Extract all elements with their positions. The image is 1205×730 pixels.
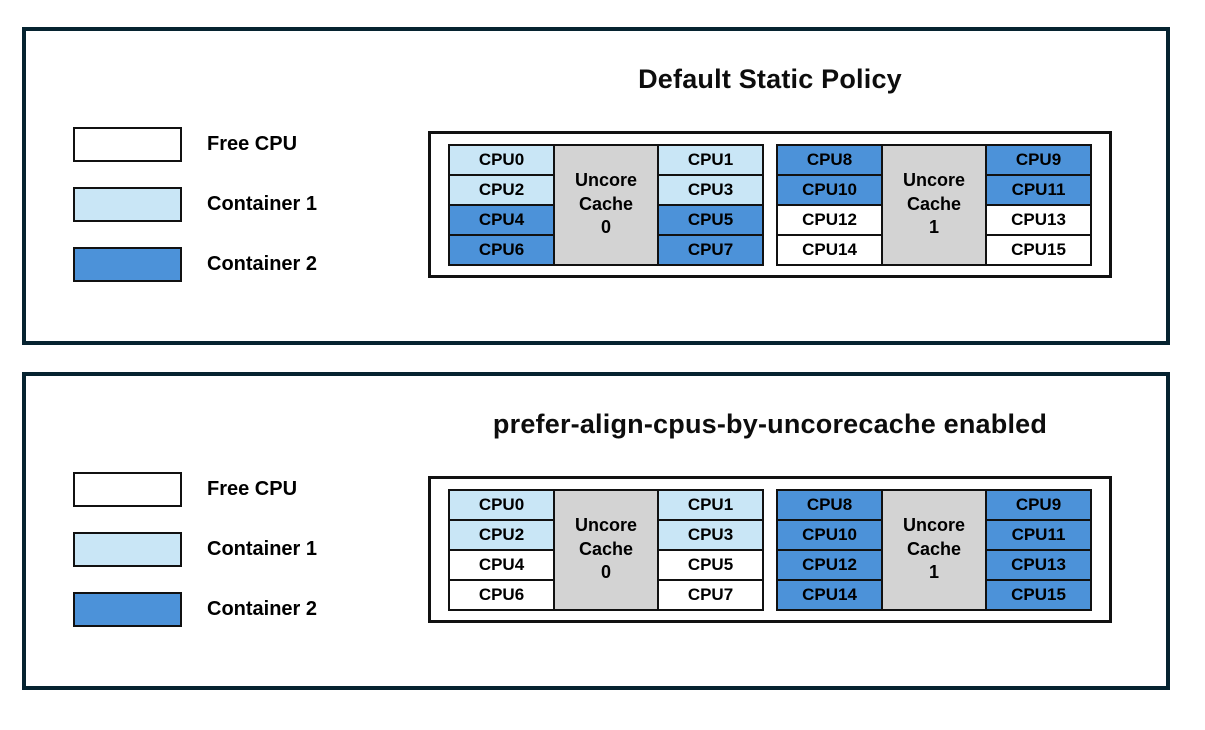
legend-label: Container 1: [207, 193, 318, 215]
cpu-cell-cpu7: CPU7: [657, 578, 764, 611]
cpu-cell-cpu8: CPU8: [776, 488, 883, 521]
container1-swatch: [73, 187, 182, 222]
cpu-cell-cpu15: CPU15: [985, 578, 1092, 611]
cache-label-line: 1: [928, 217, 939, 238]
cpu-cell-cpu8: CPU8: [776, 143, 883, 176]
cpu-cell-cpu3: CPU3: [657, 518, 764, 551]
legend: Free CPU Container 1 Container 2: [73, 127, 317, 282]
free_cpu-swatch: [73, 127, 182, 162]
cpu-cell-cpu15: CPU15: [985, 233, 1092, 266]
legend-label: Free CPU: [207, 133, 298, 155]
cache-label-line: Cache: [578, 538, 634, 559]
cache-label-line: 1: [928, 562, 939, 583]
legend-item: Free CPU: [73, 127, 317, 162]
container2-swatch: [73, 592, 182, 627]
cpu-cell-cpu11: CPU11: [985, 518, 1092, 551]
cache-label-line: Uncore: [902, 515, 965, 536]
cpu-cell-cpu10: CPU10: [776, 518, 883, 551]
cpu-cell-cpu11: CPU11: [985, 173, 1092, 206]
cpu-cell-cpu13: CPU13: [985, 203, 1092, 236]
cpu-cell-cpu5: CPU5: [657, 203, 764, 236]
container1-swatch: [73, 532, 182, 567]
cpu-cell-cpu4: CPU4: [448, 548, 555, 581]
cpu-cell-cpu13: CPU13: [985, 548, 1092, 581]
cpu-cell-cpu0: CPU0: [448, 143, 555, 176]
cpu-cell-cpu9: CPU9: [985, 143, 1092, 176]
legend-label: Container 1: [207, 538, 318, 560]
cpu-cell-cpu1: CPU1: [657, 143, 764, 176]
cache-label-line: Cache: [906, 193, 962, 214]
cpu-cell-cpu0: CPU0: [448, 488, 555, 521]
panel-default-static-policy: Default Static Policy Free CPU Container …: [22, 27, 1170, 345]
free_cpu-swatch: [73, 472, 182, 507]
cpu-cell-cpu14: CPU14: [776, 578, 883, 611]
legend-label: Container 2: [207, 253, 318, 275]
panel-title: prefer-align-cpus-by-uncorecache enabled: [492, 409, 1048, 439]
cache-label-line: Uncore: [902, 170, 965, 191]
legend-label: Free CPU: [207, 478, 298, 500]
cpu-cell-cpu12: CPU12: [776, 548, 883, 581]
cache-label-line: 0: [600, 562, 611, 583]
panel-title: Default Static Policy: [638, 64, 902, 94]
legend-item: Container 1: [73, 187, 317, 222]
cpu-cell-cpu6: CPU6: [448, 578, 555, 611]
cpu-cell-cpu4: CPU4: [448, 203, 555, 236]
legend-item: Container 1: [73, 532, 317, 567]
cache-label-line: Uncore: [574, 515, 637, 536]
legend-item: Free CPU: [73, 472, 317, 507]
cpu-cell-cpu1: CPU1: [657, 488, 764, 521]
container2-swatch: [73, 247, 182, 282]
panel-prefer-align-cpus-by-uncorecache: prefer-align-cpus-by-uncorecache enabled…: [22, 372, 1170, 690]
cpu-cell-cpu2: CPU2: [448, 518, 555, 551]
cpu-cell-cpu9: CPU9: [985, 488, 1092, 521]
legend-label: Container 2: [207, 598, 318, 620]
legend-item: Container 2: [73, 592, 317, 627]
cpu-cell-cpu10: CPU10: [776, 173, 883, 206]
cpu-cell-cpu3: CPU3: [657, 173, 764, 206]
cache-label-line: Cache: [906, 538, 962, 559]
cpu-cell-cpu5: CPU5: [657, 548, 764, 581]
legend: Free CPU Container 1 Container 2: [73, 472, 317, 627]
cpu-cell-cpu7: CPU7: [657, 233, 764, 266]
cache-label-line: 0: [600, 217, 611, 238]
cpu-cell-cpu6: CPU6: [448, 233, 555, 266]
cpu-cell-cpu12: CPU12: [776, 203, 883, 236]
cache-label-line: Cache: [578, 193, 634, 214]
legend-item: Container 2: [73, 247, 317, 282]
cpu-cell-cpu2: CPU2: [448, 173, 555, 206]
cpu-cell-cpu14: CPU14: [776, 233, 883, 266]
cache-label-line: Uncore: [574, 170, 637, 191]
